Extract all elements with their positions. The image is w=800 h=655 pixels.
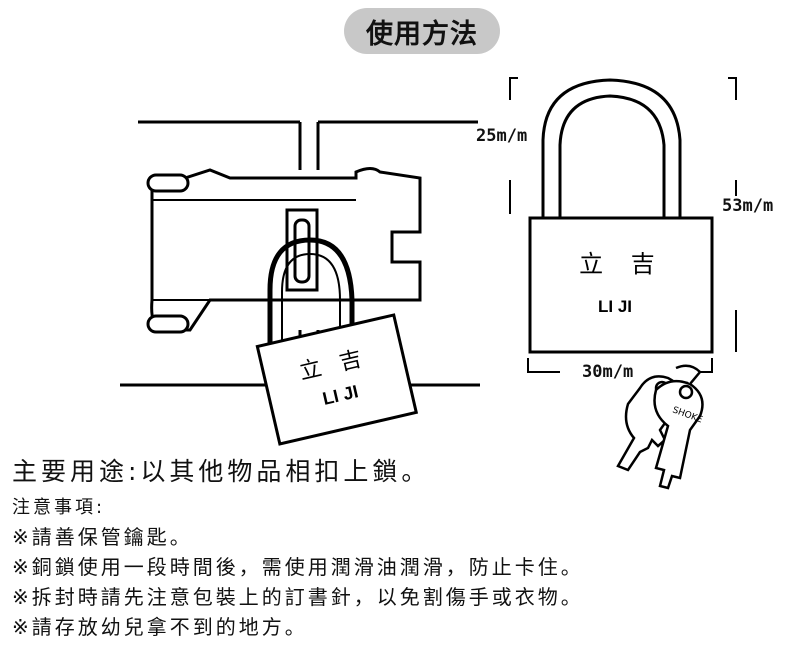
right-lock-brand-cn: 立 吉 xyxy=(579,250,665,278)
right-lock-brand-en: LI JI xyxy=(598,297,632,316)
note-item: ※請善保管鑰匙。 xyxy=(12,525,193,549)
right-lock-labels: 立 吉 LI JI xyxy=(579,250,665,316)
hasp-illustration xyxy=(120,120,480,446)
note-item: ※銅鎖使用一段時間後，需使用潤滑油潤滑，防止卡住。 xyxy=(12,555,584,579)
padlock-dimension-drawing xyxy=(509,77,737,373)
dim-shackle-label: 25m/m xyxy=(476,126,528,146)
dim-width-label: 30m/m xyxy=(582,362,634,382)
note-item: ※拆封時請先注意包裝上的訂書針，以免割傷手或衣物。 xyxy=(12,585,584,609)
dim-height-label: 53m/m xyxy=(722,196,774,216)
keys-icon xyxy=(616,364,704,490)
main-use: 主要用途:以其他物品相扣上鎖。 xyxy=(12,457,431,486)
notes-heading: 注意事項: xyxy=(12,497,106,518)
instructions: 主要用途:以其他物品相扣上鎖。 注意事項: ※請善保管鑰匙。 ※銅鎖使用一段時間… xyxy=(12,452,792,642)
note-item: ※請存放幼兒拿不到的地方。 xyxy=(12,615,308,639)
section-title: 使用方法 xyxy=(344,8,500,54)
